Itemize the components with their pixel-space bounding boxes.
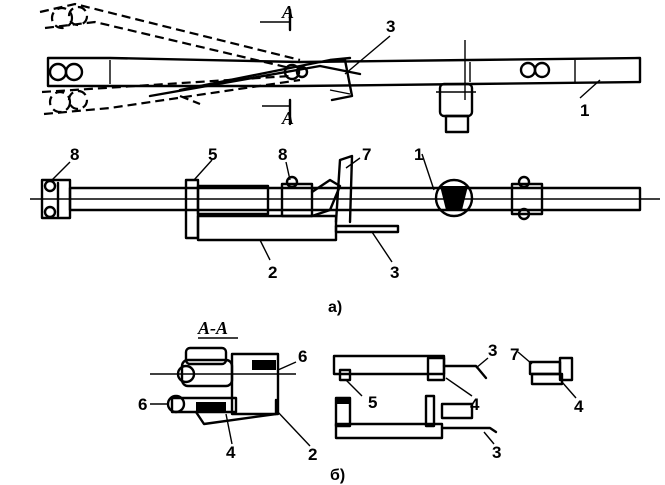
caption-a: а): [328, 299, 342, 316]
label-3-plan: 3: [390, 263, 399, 282]
leader-4-det-upper: [445, 377, 473, 397]
label-4-sec: 4: [226, 443, 236, 462]
leader-7: [345, 157, 361, 169]
coupling-disc: [434, 178, 474, 218]
label-2: 2: [268, 263, 277, 282]
det-small-clip: [558, 356, 574, 382]
det-bar-lower: [334, 422, 444, 440]
leader-3-det-upper: [475, 357, 489, 369]
fork-left: [40, 178, 72, 220]
fork-left-pin-top: [43, 179, 57, 193]
eye-hole-left-1: [48, 62, 68, 82]
lever-line-2: [148, 64, 362, 98]
leader-1-plan: [421, 153, 435, 191]
leader-3-plan: [371, 231, 393, 263]
fork-middle-pin: [285, 175, 299, 189]
section-marker-bottom: A: [281, 108, 294, 128]
det-lower-post-cap: [336, 398, 350, 404]
caption-b: б): [330, 467, 345, 484]
side-view: [39, 2, 642, 134]
label-3-det-upper: 3: [488, 341, 497, 360]
sec-housing: [230, 352, 280, 416]
folded-eye-lower-1: [48, 90, 72, 114]
sec-lower-bar: [170, 396, 238, 414]
eye-hole-left-2: [64, 62, 84, 82]
section-view: [150, 346, 577, 447]
det-small-upper: [528, 360, 562, 376]
sec-bracket-2: [194, 398, 278, 426]
label-6-left: 6: [138, 395, 147, 414]
fork-left-pin-bottom: [43, 205, 57, 219]
fork-right-pin-bottom: [517, 207, 531, 221]
leader-4-sec: [225, 413, 233, 445]
lever-bracket: [318, 58, 354, 102]
det-upper-stop: [338, 368, 352, 382]
coupling-fill: [440, 186, 468, 210]
label-7: 7: [362, 145, 371, 164]
det-small-lower: [530, 372, 564, 386]
hitch-stem: [444, 114, 470, 134]
label-6-right: 6: [298, 347, 307, 366]
section-marker-top: A: [281, 2, 294, 22]
eye-hole-right-1: [519, 61, 537, 79]
label-1-plan: 1: [414, 145, 423, 164]
hitch-body: [438, 82, 474, 118]
label-8-mid: 8: [278, 145, 287, 164]
leader-5: [193, 159, 213, 181]
folded-eye-upper-1: [50, 6, 74, 30]
handle-7: [334, 154, 354, 224]
sec-housing-fill: [252, 360, 276, 370]
label-5: 5: [208, 145, 217, 164]
folded-position-lower-2: [43, 78, 301, 116]
lever-joint: [310, 178, 342, 218]
sec-lower-fill: [196, 402, 226, 412]
folded-position-upper-2: [44, 20, 291, 70]
label-7-det: 7: [510, 345, 519, 364]
label-3-top: 3: [386, 17, 395, 36]
label-1-top: 1: [580, 101, 589, 120]
folded-eye-upper-2: [67, 5, 89, 27]
label-8-left: 8: [70, 145, 79, 164]
det-lower-pin: [424, 394, 436, 428]
sec-top-roller: [184, 346, 228, 366]
leader-8-left: [51, 161, 71, 181]
det-lower-rod: [440, 426, 498, 434]
leader-5-det: [345, 379, 363, 397]
leader-7-det: [517, 351, 533, 365]
label-2-sec: 2: [308, 445, 317, 464]
folded-eye-lower-2: [67, 89, 89, 111]
leader-3-det-lower: [483, 431, 495, 445]
det-upper-rod: [442, 364, 488, 380]
pivot-hole-2: [295, 65, 309, 79]
plan-view: [30, 153, 660, 263]
cylinder-upper: [196, 184, 270, 216]
label-4-det-upper: 4: [470, 395, 480, 414]
folded-position-upper: [39, 2, 301, 62]
det-upper-clip: [426, 356, 446, 382]
leader-3-top: [344, 35, 391, 75]
label-4-det-small: 4: [574, 397, 584, 416]
folded-lever: [179, 94, 201, 106]
label-5-det: 5: [368, 393, 377, 412]
leader-2: [259, 239, 271, 261]
leader-8-mid: [285, 161, 291, 181]
rod-3: [334, 224, 400, 234]
eye-hole-right-2: [533, 61, 551, 79]
bar-body: [46, 56, 642, 88]
leader-2-sec: [275, 409, 311, 447]
fork-right-pin-top: [517, 175, 531, 189]
leader-6-right: [277, 361, 297, 371]
lever-detail: [329, 89, 351, 95]
cylinder-2: [196, 214, 338, 242]
folded-position-lower: [41, 74, 291, 94]
section-title: A-A: [197, 318, 228, 338]
leader-1-top: [579, 79, 601, 99]
leader-4-det-small: [561, 381, 577, 399]
label-3-det-lower: 3: [492, 443, 501, 462]
det-lower-block: [440, 402, 474, 420]
fork-right: [510, 182, 544, 216]
